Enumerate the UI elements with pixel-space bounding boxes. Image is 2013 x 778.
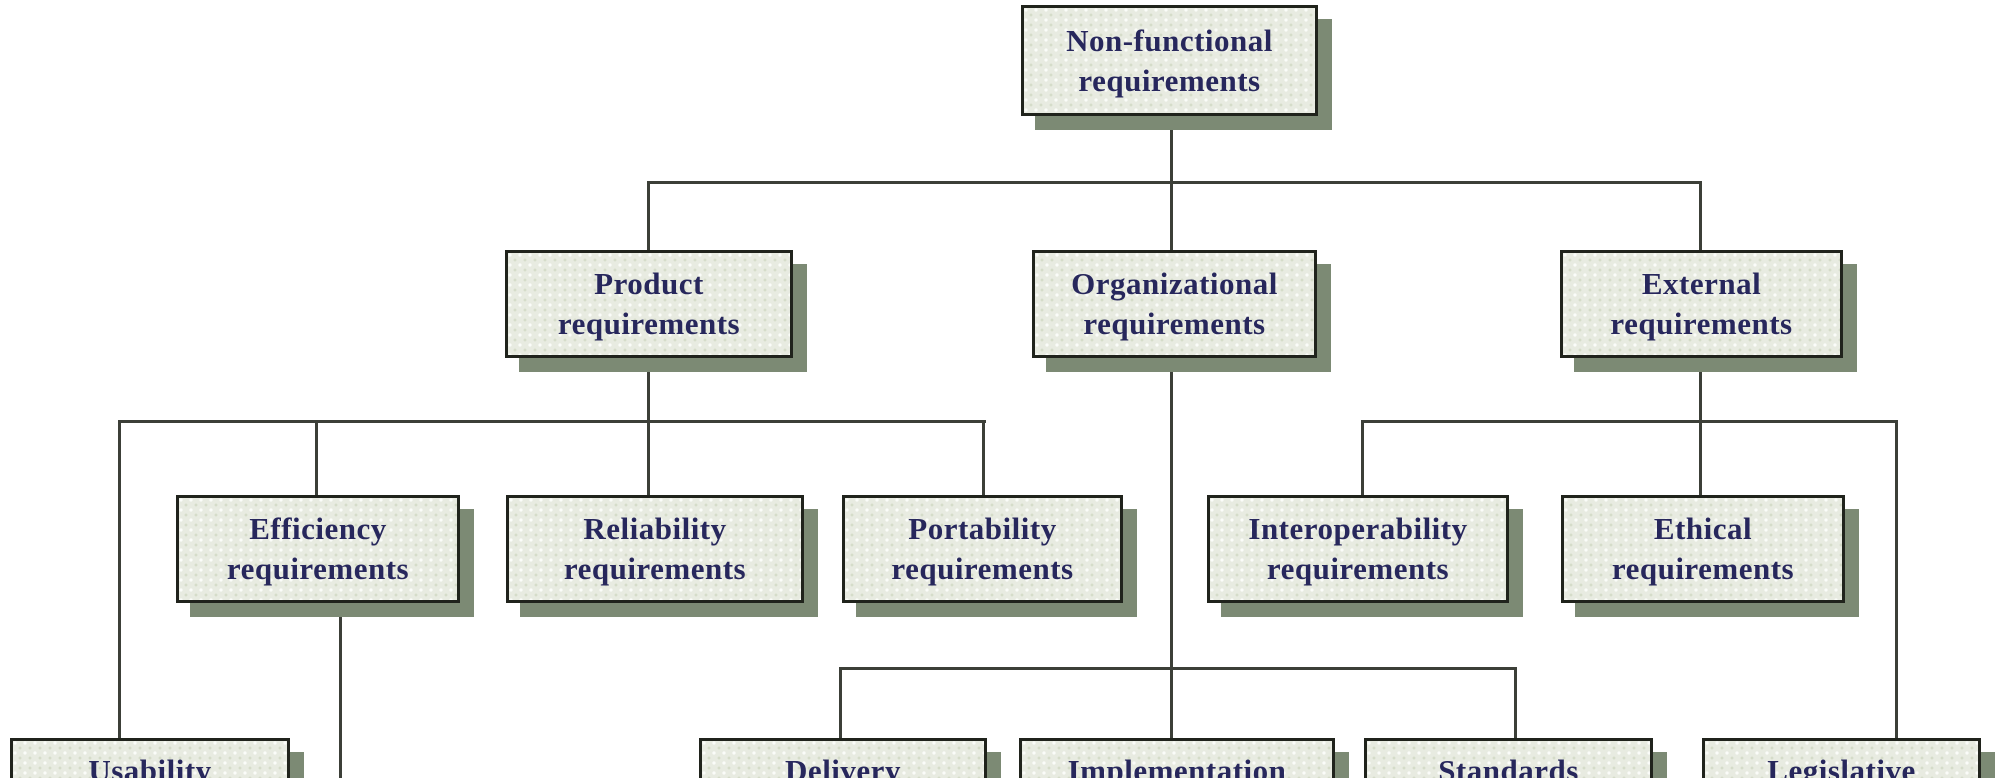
node-label-line1: Interoperability (1248, 511, 1468, 546)
node-portability-requirements: Portability requirements (842, 495, 1123, 603)
connector-level2-bus (648, 181, 1702, 184)
node-efficiency-requirements: Efficiency requirements (176, 495, 460, 603)
node-label-line2: requirements (1610, 306, 1793, 341)
connector-drop-legislative (1895, 420, 1898, 740)
node-legislative: Legislative (1702, 738, 1981, 778)
node-nonfunctional-requirements: Non-functional requirements (1021, 5, 1318, 116)
connector-product-bus (118, 420, 986, 423)
connector-drop-interoperability (1361, 420, 1364, 496)
connector-drop-implementation (1170, 667, 1173, 740)
node-label-line1: Standards (1438, 753, 1579, 778)
connector-organizational-bus (839, 667, 1517, 670)
node-standards: Standards (1364, 738, 1653, 778)
node-label-line2: requirements (1083, 306, 1266, 341)
node-label-line1: Efficiency (249, 511, 387, 546)
connector-drop-delivery (839, 667, 842, 740)
connector-drop-usability (118, 420, 121, 740)
node-ethical-requirements: Ethical requirements (1561, 495, 1845, 603)
connector-efficiency-down (339, 601, 342, 778)
connector-external-down (1699, 358, 1702, 496)
node-interoperability-requirements: Interoperability requirements (1207, 495, 1509, 603)
node-label-line1: External (1641, 266, 1762, 301)
node-label-line1: Ethical (1653, 511, 1753, 546)
node-delivery: Delivery (699, 738, 987, 778)
node-label-line1: Reliability (583, 511, 727, 546)
node-usability: Usability (10, 738, 290, 778)
node-label-line1: Portability (908, 511, 1057, 546)
node-label-line2: requirements (1266, 551, 1450, 586)
node-implementation: Implementation (1019, 738, 1335, 778)
node-label-line1: Implementation (1067, 753, 1287, 778)
node-label-line1: Non-functional (1066, 22, 1273, 58)
connector-organizational-down (1170, 358, 1173, 670)
connector-drop-product (647, 181, 650, 250)
node-label-line2: requirements (1078, 62, 1261, 98)
connector-drop-reliability (647, 420, 650, 496)
connector-drop-standards (1514, 667, 1517, 740)
node-label-line2: requirements (1611, 551, 1795, 586)
node-label-line2: requirements (891, 551, 1074, 586)
node-label-line1: Product (594, 266, 704, 301)
node-label-line2: requirements (226, 551, 410, 586)
connector-drop-portability (982, 420, 985, 496)
node-reliability-requirements: Reliability requirements (506, 495, 804, 603)
connector-drop-external (1699, 181, 1702, 250)
connector-product-down (647, 358, 650, 423)
node-label-line2: requirements (563, 551, 747, 586)
node-label-line2: requirements (557, 306, 741, 341)
connector-external-bus (1361, 420, 1898, 423)
node-external-requirements: External requirements (1560, 250, 1843, 358)
node-label-line1: Organizational (1071, 266, 1278, 301)
node-product-requirements: Product requirements (505, 250, 793, 358)
node-label-line1: Delivery (785, 753, 901, 778)
node-label-line1: Legislative (1767, 753, 1916, 778)
node-organizational-requirements: Organizational requirements (1032, 250, 1317, 358)
node-label-line1: Usability (88, 753, 212, 778)
connector-drop-efficiency (315, 420, 318, 496)
